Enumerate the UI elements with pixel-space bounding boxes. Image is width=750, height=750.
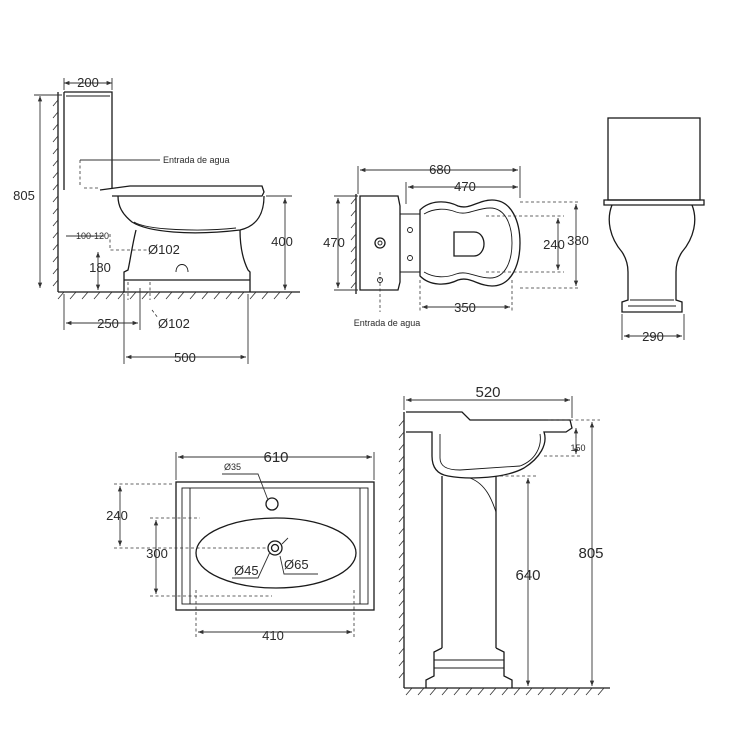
dim-drain-inner: Ø45 — [234, 563, 259, 578]
toilet-side-view: 200 805 Entrada de agua 100-120 Ø102 400… — [13, 75, 300, 365]
dim-drain-distance: 250 — [97, 316, 119, 331]
toilet-front-view: 290 — [603, 117, 705, 344]
label-water-inlet-top: Entrada de agua — [354, 318, 421, 328]
dim-seat-height: 400 — [271, 234, 293, 249]
dim-bowl-length: 470 — [454, 179, 476, 194]
dim-bowl-depth: 300 — [146, 546, 168, 561]
dim-tap-hole: Ø35 — [224, 462, 241, 472]
basin-side-body — [406, 411, 573, 479]
dim-basin-width: 610 — [263, 449, 288, 466]
dim-base-width: 290 — [642, 329, 664, 344]
dim-basin-depth: 240 — [106, 508, 128, 523]
bowl-opening — [453, 231, 485, 257]
bowl-outline-top — [419, 199, 521, 287]
drain-inner — [270, 543, 280, 553]
dim-toilet-height: 805 — [13, 188, 35, 203]
basin-bowl — [195, 517, 357, 589]
basin-side-view: 520 150 640 805 — [398, 384, 610, 696]
dim-top-width: 470 — [323, 235, 345, 250]
dim-inlet-height: 180 — [89, 260, 111, 275]
tank-top — [359, 195, 401, 291]
toilet-top-view: 680 470 470 380 240 350 Entrada de agua — [323, 162, 589, 328]
toilet-tank — [63, 91, 113, 190]
dim-inlet-range: 100-120 — [76, 231, 109, 241]
dim-basin-total-height: 805 — [578, 545, 603, 562]
wall-floor-hatch — [398, 412, 610, 696]
drain-outer — [267, 540, 283, 556]
basin-pedestal — [425, 476, 513, 688]
dim-inner-width: 240 — [543, 237, 565, 252]
dim-drain-outer: Ø65 — [284, 557, 309, 572]
dim-outer-width: 380 — [567, 233, 589, 248]
basin-outline — [175, 481, 375, 611]
dim-basin-side-depth: 520 — [475, 384, 500, 401]
toilet-bowl — [99, 185, 265, 234]
dim-seat-length: 350 — [454, 300, 476, 315]
basin-top-view: 610 Ø35 240 300 Ø45 Ø65 410 — [106, 449, 375, 643]
dim-rim-height: 150 — [570, 443, 585, 453]
flush-button — [374, 237, 386, 249]
dim-total-length: 680 — [429, 162, 451, 177]
toilet-pedestal — [123, 229, 251, 292]
dim-pedestal-height: 640 — [515, 567, 540, 584]
tap-hole — [265, 497, 279, 511]
dim-drain-diameter: Ø102 — [158, 316, 190, 331]
floor-hatch — [52, 92, 300, 300]
dim-inlet-diameter-side: Ø102 — [148, 242, 180, 257]
dim-tank-depth: 200 — [77, 75, 99, 90]
dim-base-length: 500 — [174, 350, 196, 365]
dim-bowl-width: 410 — [262, 628, 284, 643]
front-tank — [607, 117, 701, 201]
front-bowl — [608, 204, 696, 313]
label-water-inlet-side: Entrada de agua — [163, 155, 230, 165]
